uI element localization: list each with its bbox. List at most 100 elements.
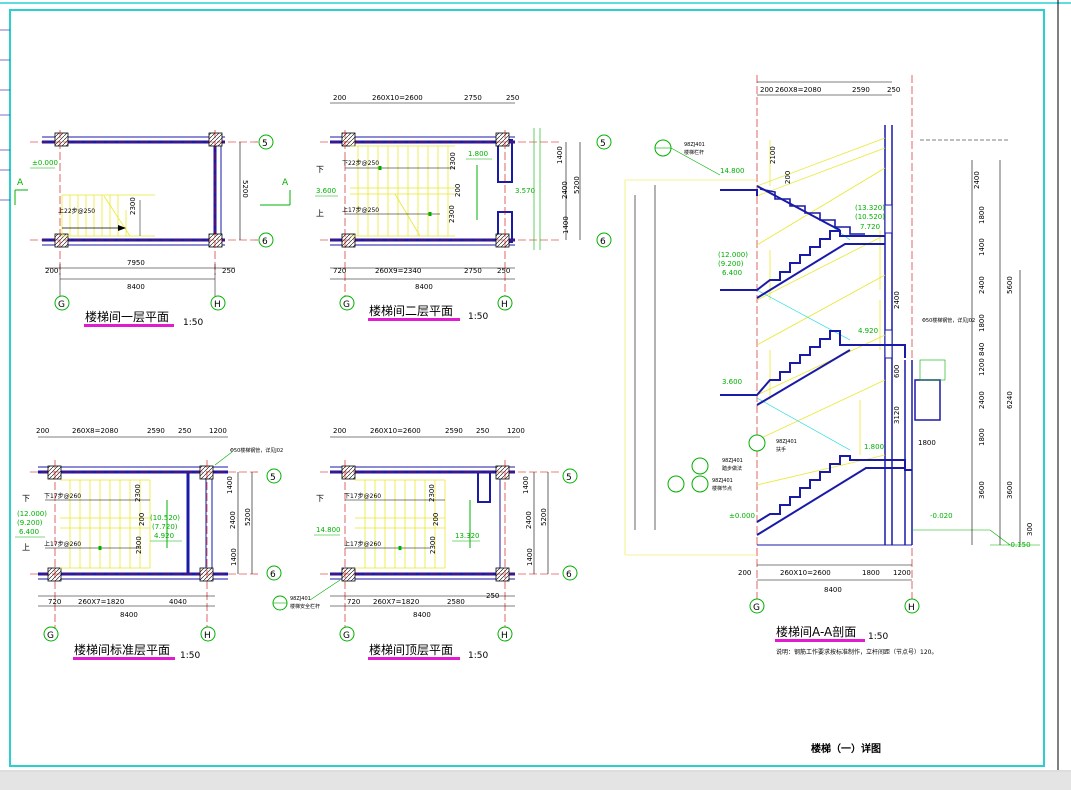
section-note: 说明：钢筋工作要求按标准制作，立杆间距（节点号）120。 [776,649,938,656]
p4-axis-5: 5 [566,473,572,483]
sec-ref-0-code: 98ZJ401 [684,142,705,148]
sec-rd-0: 2400 [973,171,981,189]
sec-lv-4: (12.000) [718,251,748,259]
sec-rt-0: 5600 [1006,276,1014,294]
p3-down: 下 [22,494,30,503]
sheet-frame [9,9,1045,767]
p3-up: 上 [22,543,30,552]
sec-dim-t1: 260X8=2080 [775,86,821,94]
sec-ref-2-desc: 踏步做法 [722,465,742,472]
p4-dim-t2: 2590 [445,427,463,435]
sec-ref-0-desc: 楼梯栏杆 [684,149,704,156]
sec-rd-1: 1800 [978,206,986,224]
sec-lv-5: (9.200) [718,260,744,268]
p3-side-1: 2400 [229,511,237,529]
p4-down: 下 [316,494,324,503]
p1-up-label: 上22步@250 [58,207,95,215]
sec-in-1: 200 [784,171,792,184]
p3-inner-0: 2300 [134,484,142,502]
left-title-block [0,29,10,201]
p3-dim-t4: 1200 [209,427,227,435]
p3-dim-b2: 4040 [169,598,187,606]
p4-side-0: 1400 [522,476,530,494]
plan-top-floor: 200 260X10=2600 2590 250 1200 720 260X7=… [272,427,578,642]
sec-dim-b3: 1200 [893,569,911,577]
sec-in-4: 1800 [918,439,936,447]
p3-rail-note: Φ50楼梯钢管，详见J02 [230,447,283,454]
p3-axis-6: 6 [270,570,276,580]
p2-up-label: 上17步@250 [342,206,379,214]
sec-lv-12: -0.150 [1008,541,1031,549]
sheet-title: 楼梯（一）详图 [811,744,881,755]
plan-standard-floor: 200 260X8=2080 2590 250 1200 720 260X7=1… [15,427,283,642]
p2-level-3570: 3.570 [515,187,535,195]
p2-side-0: 1400 [556,146,564,164]
p4-dim-t1: 260X10=2600 [370,427,421,435]
sec-in-2: 2400 [893,291,901,309]
sec-lv-1: (13.320) [855,204,885,212]
sec-rd-5: 840 [978,343,986,356]
p2-total: 8400 [415,283,433,291]
p4-dim-b2: 2580 [447,598,465,606]
sec-lv-8: 3.600 [722,378,742,386]
section-title: 楼梯间A-A剖面 [776,625,857,639]
sec-axis-h: H [908,603,915,613]
p4-dim-t4: 1200 [507,427,525,435]
p3-total: 8400 [120,611,138,619]
plan-standard-scale: 1:50 [180,651,201,661]
p4-inner-2: 2300 [429,536,437,554]
p1-level: ±0.000 [32,159,58,167]
sec-dim-b0: 200 [738,569,751,577]
plan-ground-scale: 1:50 [183,318,204,328]
p1-inner: 2300 [129,197,137,215]
p3-inner-1: 200 [138,513,146,526]
sec-lv-6: 6.400 [722,269,742,277]
sec-ref-2-code: 98ZJ401 [722,458,743,464]
p3-lv-7720: (7.720) [152,523,178,531]
sec-dim-b2: 1800 [862,569,880,577]
p3-dim-t1: 260X8=2080 [72,427,118,435]
p3-axis-5: 5 [270,473,276,483]
p4-axis-h: H [501,631,508,641]
p3-axis-g: G [47,631,54,641]
sec-lv-11: -0.020 [930,512,953,520]
sec-rd-3: 2400 [978,276,986,294]
p2-level-1800: 1.800 [468,150,488,158]
p3-lv-6400: 6.400 [19,528,39,536]
sec-ref-3-desc: 楼梯节点 [712,485,732,492]
p2-dim-t3: 250 [506,94,519,102]
p3-up-label: 上17步@260 [44,540,81,548]
sec-lv-0: 14.800 [720,167,745,175]
section-scale: 1:50 [868,632,889,642]
p4-ref-code: 98ZJ401 [290,596,311,602]
sec-in-5: 300 [1026,523,1034,536]
p4-ref-desc: 楼梯安全栏杆 [290,603,320,610]
plan-standard-title: 楼梯间标准层平面 [74,643,171,657]
p4-dim-t3: 250 [476,427,489,435]
p1-section-a-left: A [17,178,24,188]
sec-axis-g: G [753,603,760,613]
p4-inner-1: 200 [432,513,440,526]
p3-lv-10520: (10.520) [150,514,180,522]
p4-axis-g: G [343,631,350,641]
sec-rail-note: Φ50楼梯钢管，详见J02 [922,317,975,324]
p2-axis-g: G [343,300,350,310]
p3-dim-t0: 200 [36,427,49,435]
section-a-a: 200 260X8=2080 2590 250 200 260X10=2600 … [624,75,1040,614]
p4-side-1: 2400 [525,511,533,529]
plan-ground-title: 楼梯间一层平面 [85,310,170,324]
plan-second-scale: 1:50 [468,312,489,322]
p4-lv-14800: 14.800 [316,526,341,534]
sec-rd-7: 2400 [978,391,986,409]
plan-top-underline [368,657,460,660]
p4-axis-6: 6 [566,570,572,580]
p3-side-0: 1400 [226,476,234,494]
p3-side-total: 5200 [244,508,252,526]
p2-axis-h: H [501,300,508,310]
p2-dim-b1: 260X9=2340 [375,267,421,275]
sec-lv-9: 1.800 [864,443,884,451]
p3-dim-b0: 720 [48,598,61,606]
p2-side-total: 5200 [573,176,581,194]
p4-dim-b1: 260X7=1820 [373,598,419,606]
